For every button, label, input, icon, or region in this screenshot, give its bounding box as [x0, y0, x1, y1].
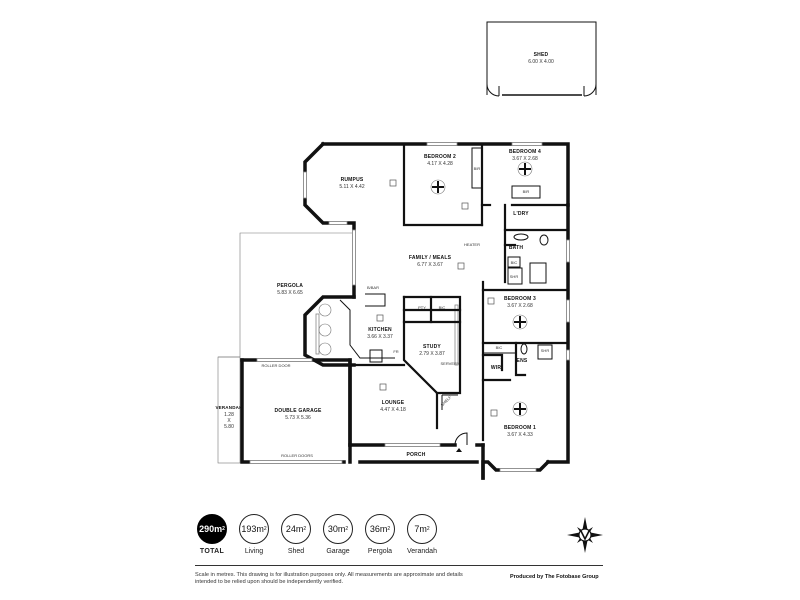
bedroom3-dims: 3.67 X 2.68 [507, 303, 533, 309]
bath-label: BATH [509, 245, 524, 251]
stat-living-label: Living [244, 548, 264, 555]
entry-arrow-icon [456, 448, 462, 452]
bic3-label: BIC [439, 305, 446, 310]
bedroom4-dims: 3.67 X 2.68 [512, 156, 538, 162]
servery-label: SERVERY [441, 361, 460, 366]
stat-shed-value: 24m [285, 524, 304, 534]
windows [249, 142, 570, 472]
verandah-dim-w: 1.28 [224, 412, 234, 418]
bedroom4-label: BEDROOM 4 [509, 149, 541, 155]
study-dims: 2.79 X 3.87 [419, 351, 445, 357]
roller-doors-label: ROLLER DOORS [281, 453, 313, 458]
stat-pergola-value: 36m [369, 524, 388, 534]
double-garage-label: DOUBLE GARAGE [274, 408, 322, 414]
rumpus-label: RUMPUS [341, 177, 364, 183]
family-meals-dims: 6.77 X 3.67 [417, 262, 443, 268]
bic-label: BIC [511, 260, 518, 265]
stat-living-value: 193m [241, 524, 264, 534]
shed-dims: 6.00 X 4.00 [528, 59, 554, 65]
lounge-dims: 4.47 X 4.18 [380, 407, 406, 413]
porch-label: PORCH [406, 452, 425, 458]
bedroom2-label: BEDROOM 2 [424, 154, 456, 160]
family-meals-label: FAMILY / MEALS [409, 255, 452, 261]
pergola-label: PERGOLA [277, 283, 303, 289]
credit: Produced by The Fotobase Group [510, 574, 599, 580]
compass-rose-icon [567, 517, 603, 553]
stat-verandah-label: Verandah [407, 548, 437, 555]
pergola-dims: 5.83 X 6.65 [277, 290, 303, 296]
footer-divider [195, 565, 603, 566]
shed: SHED 6.00 X 4.00 [486, 21, 597, 97]
kitchen-label: KITCHEN [368, 327, 392, 333]
heater-vent-icon [376, 179, 498, 417]
study-label: STUDY [423, 344, 441, 350]
bir2-label: BIR [523, 189, 530, 194]
disclaimer: Scale in metres. This drawing is for ill… [195, 572, 463, 585]
verandah: VERANDAH 1.28 X 5.80 [215, 356, 242, 464]
bedroom1-label: BEDROOM 1 [504, 425, 536, 431]
stat-garage-label: Garage [326, 548, 350, 555]
front-door [454, 432, 468, 446]
kitchen-dims: 3.66 X 3.37 [367, 334, 393, 340]
pty-label: PTY [418, 305, 426, 310]
verandah-label: VERANDAH [215, 405, 242, 410]
verandah-dim-x: X [227, 418, 231, 424]
wir-label: WIR [491, 365, 502, 371]
stat-shed-label: Shed [287, 548, 305, 555]
stat-garage-value: 30m [327, 524, 346, 534]
verandah-dim-h: 5.80 [224, 424, 234, 430]
bedroom1-dims: 3.67 X 4.33 [507, 432, 533, 438]
double-garage-dims: 5.73 X 5.36 [285, 415, 311, 421]
bic2-label: BIC [496, 345, 503, 350]
pergola: PERGOLA 5.83 X 6.65 [218, 232, 352, 358]
bbar-label: B/BAR [367, 285, 379, 290]
bir-label: BIR [474, 166, 481, 171]
lounge-label: LOUNGE [382, 400, 405, 406]
shr-label: SHR [510, 274, 519, 279]
rumpus-dims: 5.11 X 4.42 [339, 184, 364, 190]
fr-label: FR [393, 349, 398, 354]
roller-door-label: ROLLER DOOR [261, 363, 290, 368]
stat-total-value: 290m [199, 524, 223, 534]
stat-verandah-value: 7m [414, 524, 427, 534]
stat-pergola-label: Pergola [367, 548, 393, 555]
outdoor-table-icon [318, 303, 332, 356]
ceiling-fan-icon [430, 161, 533, 417]
stat-total-label: TOTAL [199, 548, 225, 555]
interior-walls [339, 142, 570, 442]
shr2-label: SHR [541, 348, 550, 353]
ens-label: ENS [517, 358, 528, 364]
bedroom3-label: BEDROOM 3 [504, 296, 536, 302]
ldry-label: L'DRY [513, 211, 529, 217]
heater-label: HEATER [464, 242, 480, 247]
bedroom2-dims: 4.17 X 4.28 [427, 161, 453, 167]
shed-label: SHED [534, 52, 549, 58]
